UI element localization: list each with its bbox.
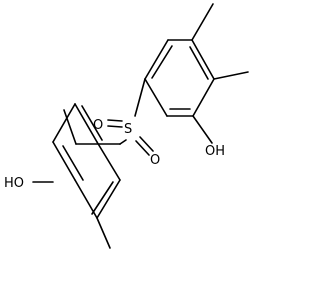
sulfur-oxygen-bond-top-a [107,119,123,122]
hydroxyl-bond-upper [192,115,213,144]
lower-ring-bond [74,103,98,143]
upper-ring [144,39,215,117]
upper-ring-double-bond-inner [189,46,209,80]
lower-ring-double-bond-inner [91,181,114,215]
sulfur-bond-upper-ring [134,78,146,117]
upper-ring-bond [144,78,168,117]
sulfur-atom-label: S [124,122,132,137]
oxygen-atom-label-right: O [150,153,160,168]
upper-ring-bond [192,78,215,117]
methyl-bond-lower-top [63,109,77,145]
sulfur-bond-lower-ring [119,139,127,145]
lower-ring-double-bond-inner [62,145,84,181]
sulfur-oxygen-bond-top-b [107,125,123,128]
lower-ring-bond [74,179,98,219]
oxygen-atom-label-top: O [93,118,103,133]
lower-ring-bond [52,141,76,181]
lower-ring [52,103,121,219]
molecule-structure-diagram: S O O OH HO [4,3,249,249]
upper-ring-bond [144,39,169,80]
lower-ring-bond [52,103,76,143]
lower-ring-bond [96,141,121,181]
sulfur-oxygen-bond-right-b [135,140,150,156]
methyl-bond-upper-right [213,71,249,80]
methyl-bond-lower-bottom [96,217,111,249]
hydroxyl-label-upper-ring: OH [205,144,225,159]
lower-ring-double-bond-inner [81,105,103,141]
lower-ring-bond [96,179,121,219]
sulfur-oxygen-bond-right-a [139,136,154,152]
methyl-bond-upper-top [191,3,214,41]
upper-ring-double-bond-inner [151,45,173,79]
hydroxyl-label-lower-ring: HO [4,176,24,191]
upper-ring-bond [191,39,215,80]
